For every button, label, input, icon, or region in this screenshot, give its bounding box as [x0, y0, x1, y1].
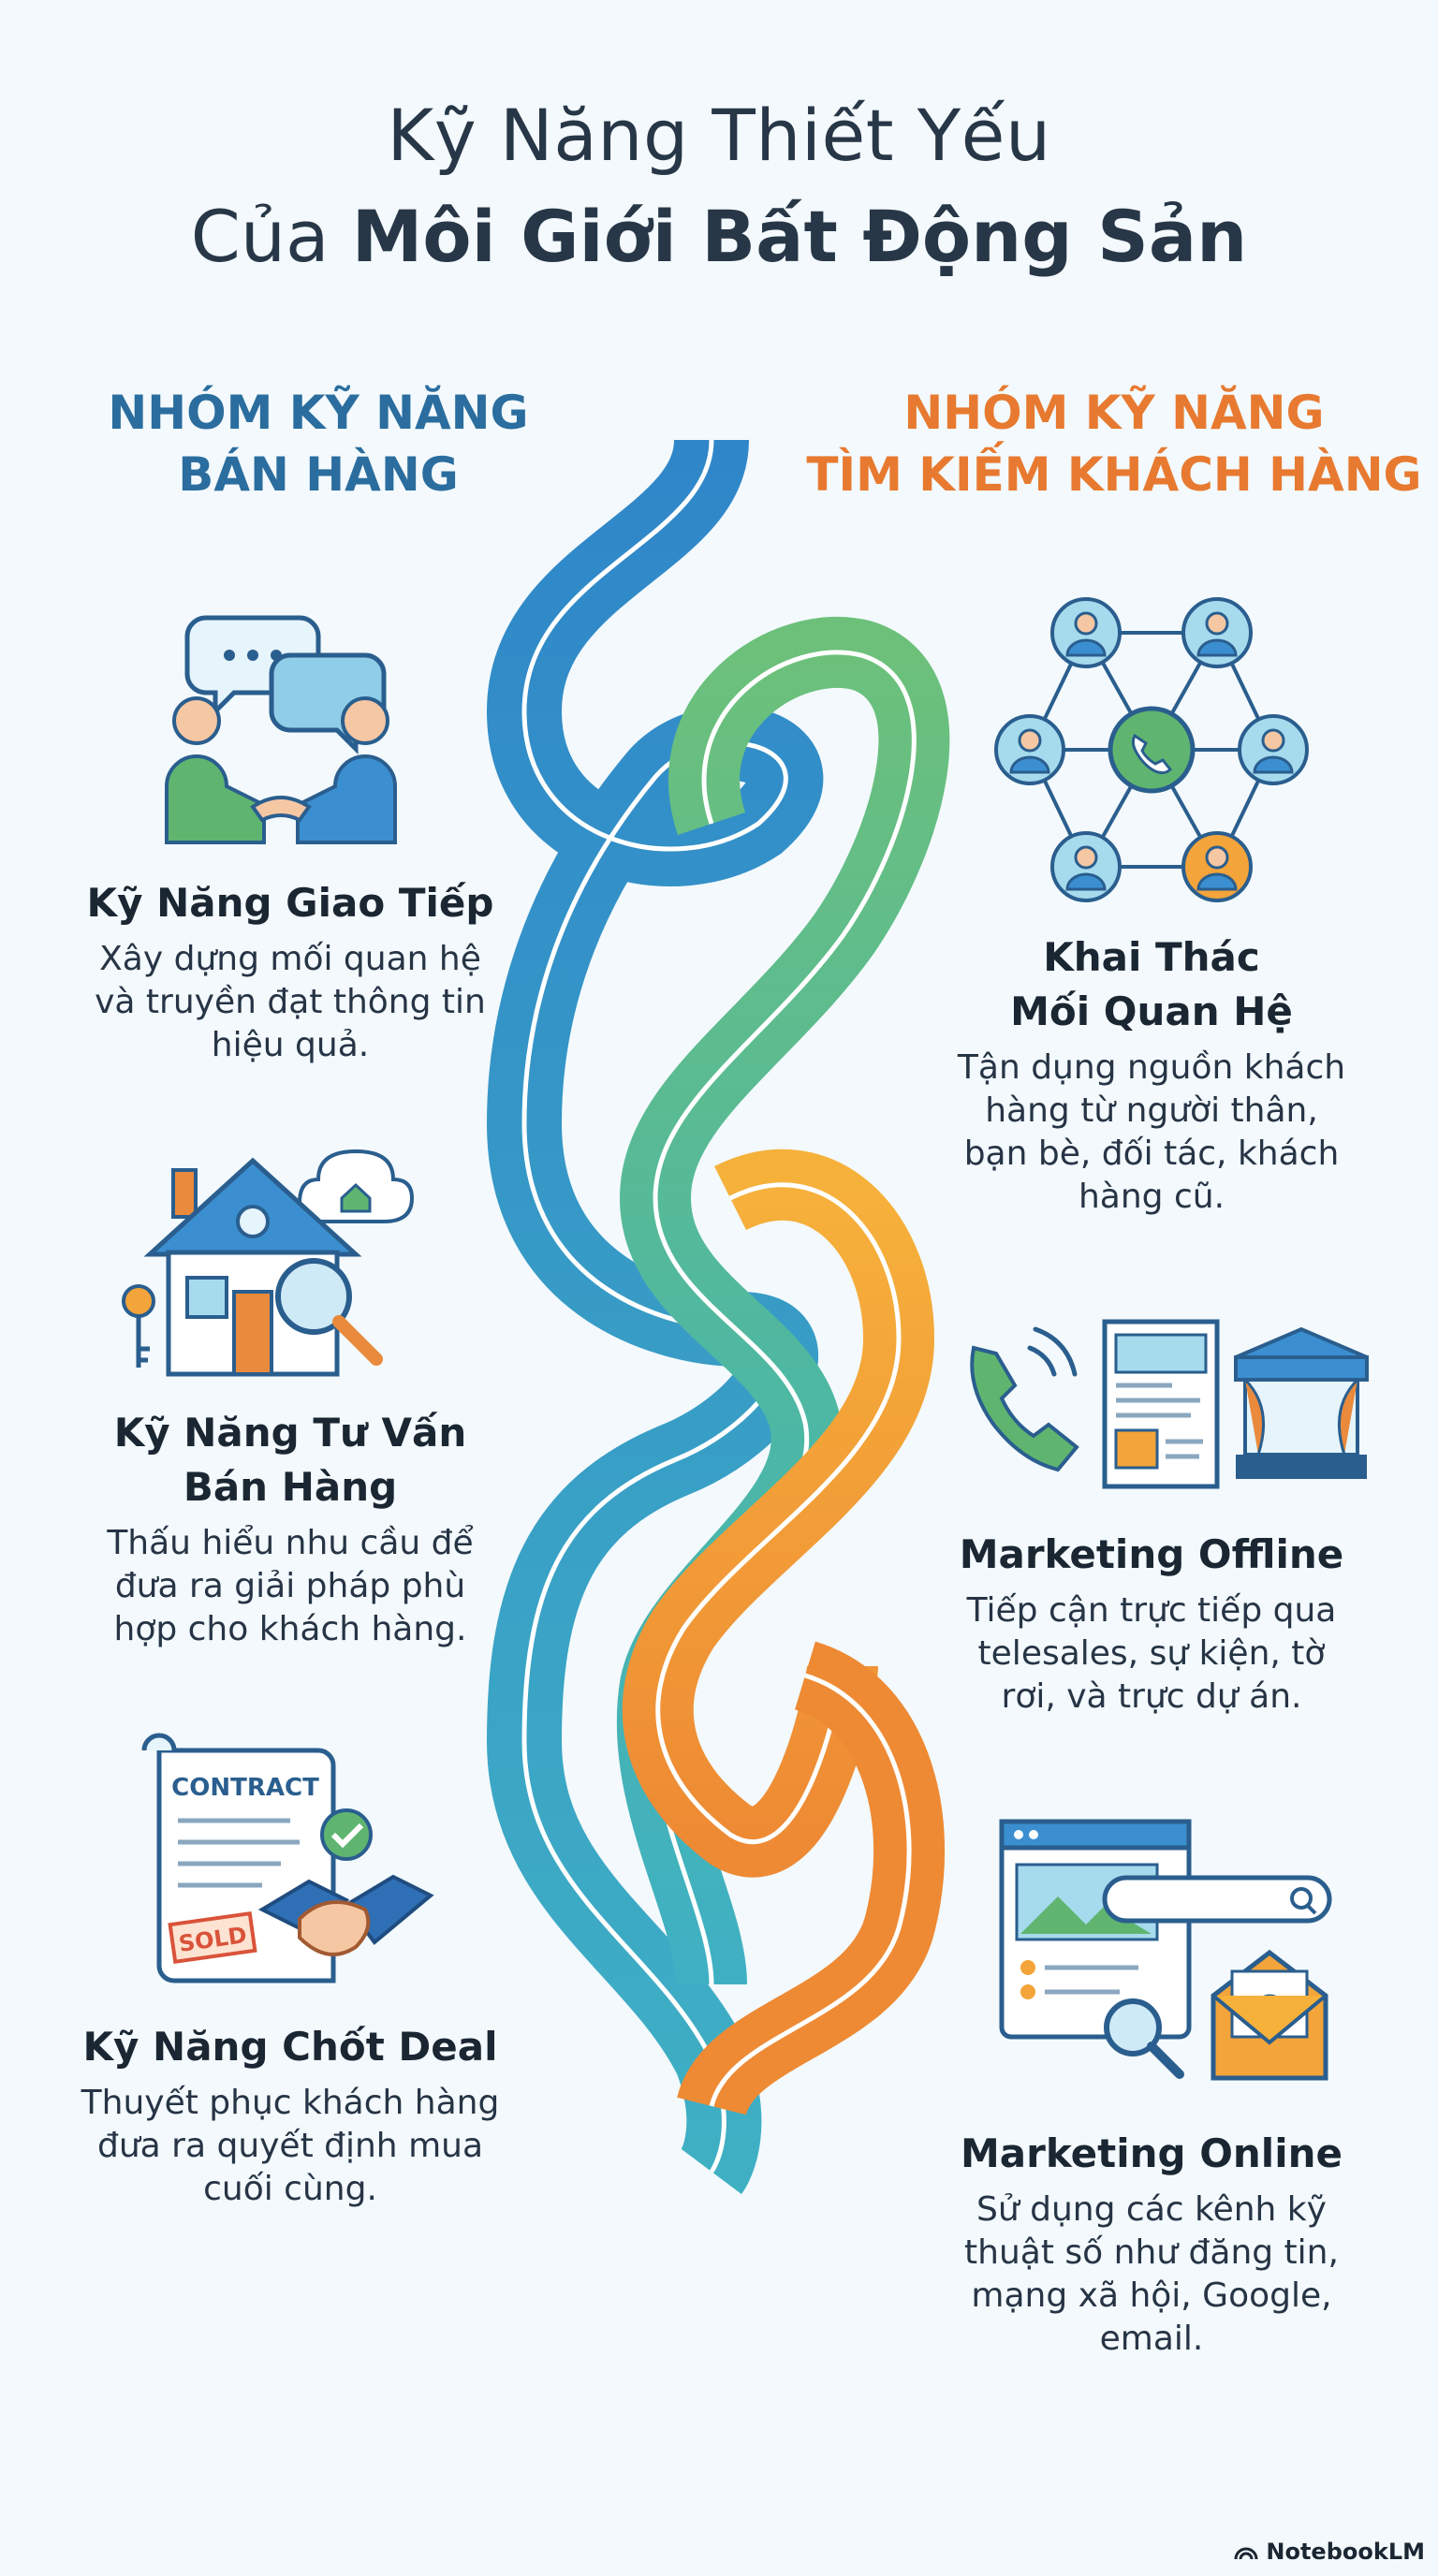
name-line: Bán Hàng — [183, 1464, 398, 1510]
desc-line: hiệu quả. — [211, 1026, 370, 1064]
desc-line: telesales, sự kiện, tờ — [977, 1634, 1326, 1673]
skill-description: Tận dụng nguồn khách hàng từ người thân,… — [927, 1046, 1376, 1219]
desc-line: email. — [1099, 2320, 1204, 2358]
skill-name: Khai Thác Mối Quan Hệ — [927, 930, 1376, 1039]
phone-icon — [970, 1326, 1079, 1472]
online-marketing-icon: @ — [999, 1819, 1332, 2081]
skill-description: Xây dựng mối quan hệ và truyền đạt thông… — [56, 938, 524, 1067]
blue-road — [486, 436, 824, 2194]
magnifier-icon — [1104, 1998, 1184, 2079]
skill-marketing-online: Marketing Online Sử dụng các kênh kỹ thu… — [927, 2127, 1376, 2361]
desc-line: Thấu hiểu nhu cầu để — [107, 1524, 474, 1562]
skill-name: Kỹ Năng Chốt Deal — [82, 2024, 498, 2070]
email-envelope-icon: @ — [1211, 1949, 1328, 2081]
skill-description: Sử dụng các kênh kỹ thuật số như đăng ti… — [927, 2188, 1376, 2361]
skill-name: Kỹ Năng Tư Vấn Bán Hàng — [56, 1406, 524, 1515]
skill-name: Kỹ Năng Giao Tiếp — [86, 880, 494, 926]
desc-line: Thuyết phục khách hàng — [81, 2084, 500, 2122]
group-heading-prospecting: NHÓM KỸ NĂNG TÌM KIẾM KHÁCH HÀNG — [796, 382, 1432, 505]
desc-line: hàng cũ. — [1078, 1178, 1225, 1216]
desc-line: cuối cùng. — [203, 2170, 377, 2208]
skill-name: Marketing Offline — [959, 1531, 1344, 1577]
flyer-icon — [1102, 1319, 1220, 1489]
brand-watermark: NotebookLM — [1234, 2539, 1425, 2565]
skill-closing-deal: Kỹ Năng Chốt Deal Thuyết phục khách hàng… — [56, 2020, 524, 2211]
desc-line: đưa ra giải pháp phù — [114, 1567, 466, 1605]
network-people-icon — [994, 597, 1309, 902]
orange-road — [622, 1149, 946, 2118]
skill-name: Marketing Online — [961, 2130, 1343, 2176]
contract-deal-icon: CONTRACT SOLD — [141, 1733, 434, 1983]
contract-label: CONTRACT — [171, 1774, 319, 1802]
desc-line: Sử dụng các kênh kỹ — [976, 2190, 1327, 2229]
title-line-2: Của Môi Giới Bất Động Sản — [0, 195, 1438, 278]
name-line: Khai Thác — [1043, 934, 1260, 980]
skill-communication: Kỹ Năng Giao Tiếp Xây dựng mối quan hệ v… — [56, 876, 524, 1067]
event-stage-icon — [1234, 1326, 1369, 1479]
desc-line: mạng xã hội, Google, — [971, 2276, 1332, 2315]
name-line: Kỹ Năng Tư Vấn — [113, 1410, 467, 1456]
desc-line: hợp cho khách hàng. — [113, 1610, 467, 1648]
house-search-icon — [122, 1149, 415, 1377]
desc-line: hàng từ người thân, — [985, 1091, 1318, 1130]
desc-line: rơi, và trực dự án. — [1001, 1677, 1302, 1716]
group-heading-sales-line1: NHÓM KỸ NĂNG — [108, 386, 529, 440]
brand-name: NotebookLM — [1266, 2539, 1425, 2565]
desc-line: và truyền đạt thông tin — [95, 983, 486, 1021]
title-prefix: Của — [190, 195, 352, 278]
desc-line: thuật số như đăng tin, — [964, 2233, 1339, 2272]
desc-line: Xây dựng mối quan hệ — [99, 940, 481, 978]
skill-sales-consulting: Kỹ Năng Tư Vấn Bán Hàng Thấu hiểu nhu cầ… — [56, 1406, 524, 1651]
name-line: Mối Quan Hệ — [1010, 988, 1293, 1034]
group-heading-sales: NHÓM KỸ NĂNG BÁN HÀNG — [56, 382, 580, 505]
skill-marketing-offline: Marketing Offline Tiếp cận trực tiếp qua… — [927, 1528, 1376, 1719]
person-nodes — [994, 597, 1309, 902]
skill-relationship-mining: Khai Thác Mối Quan Hệ Tận dụng nguồn khá… — [927, 930, 1376, 1219]
offline-marketing-icon — [970, 1319, 1369, 1489]
group-heading-prospecting-line1: NHÓM KỸ NĂNG — [903, 386, 1325, 440]
desc-line: đưa ra quyết định mua — [96, 2127, 484, 2165]
title-bold: Môi Giới Bất Động Sản — [351, 195, 1248, 278]
notebooklm-logo-icon — [1234, 2547, 1258, 2560]
skill-description: Thấu hiểu nhu cầu để đưa ra giải pháp ph… — [56, 1522, 524, 1651]
search-bar-icon — [1102, 1875, 1332, 1924]
desc-line: Tiếp cận trực tiếp qua — [966, 1591, 1337, 1630]
group-heading-sales-line2: BÁN HÀNG — [178, 447, 459, 502]
desc-line: bạn bè, đối tác, khách — [963, 1134, 1340, 1173]
desc-line: Tận dụng nguồn khách — [957, 1048, 1346, 1087]
group-heading-prospecting-line2: TÌM KIẾM KHÁCH HÀNG — [806, 447, 1422, 502]
skill-description: Tiếp cận trực tiếp qua telesales, sự kiệ… — [927, 1589, 1376, 1719]
title-line-1: Kỹ Năng Thiết Yếu — [387, 94, 1051, 177]
handshake-conversation-icon — [165, 615, 397, 844]
skill-description: Thuyết phục khách hàng đưa ra quyết định… — [56, 2082, 524, 2211]
